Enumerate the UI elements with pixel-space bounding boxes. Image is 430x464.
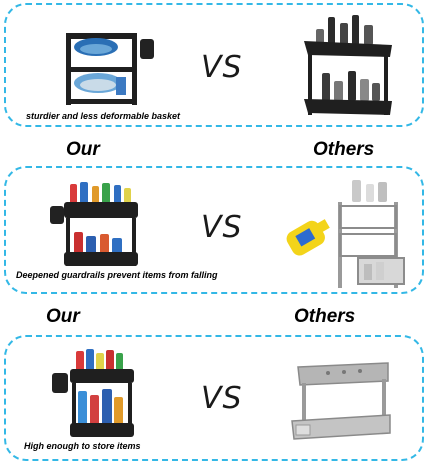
vs-label: VS xyxy=(201,210,243,245)
our-rack-image xyxy=(46,180,146,272)
our-label: Our xyxy=(46,306,80,327)
comparison-panel-3: VS High enough to store items xyxy=(4,335,424,461)
vs-label: VS xyxy=(201,381,243,416)
panel-caption: sturdier and less deformable basket xyxy=(26,111,181,121)
others-rack-image xyxy=(298,11,398,123)
our-label: Our xyxy=(66,139,100,160)
others-label: Others xyxy=(294,306,356,327)
others-label: Others xyxy=(313,139,375,160)
comparison-panel-1: VS sturdier and less deformable basket xyxy=(4,3,424,127)
others-rack-image xyxy=(268,178,408,290)
vs-label: VS xyxy=(201,50,243,85)
comparison-panel-2: VS Deepened guardrails prevent items fro… xyxy=(4,166,424,294)
our-rack-image xyxy=(56,25,166,107)
our-rack-image xyxy=(46,347,146,441)
others-rack-image xyxy=(288,359,396,441)
panel-caption: Deepened guardrails prevent items from f… xyxy=(16,270,218,280)
panel-caption: High enough to store items xyxy=(24,441,141,451)
